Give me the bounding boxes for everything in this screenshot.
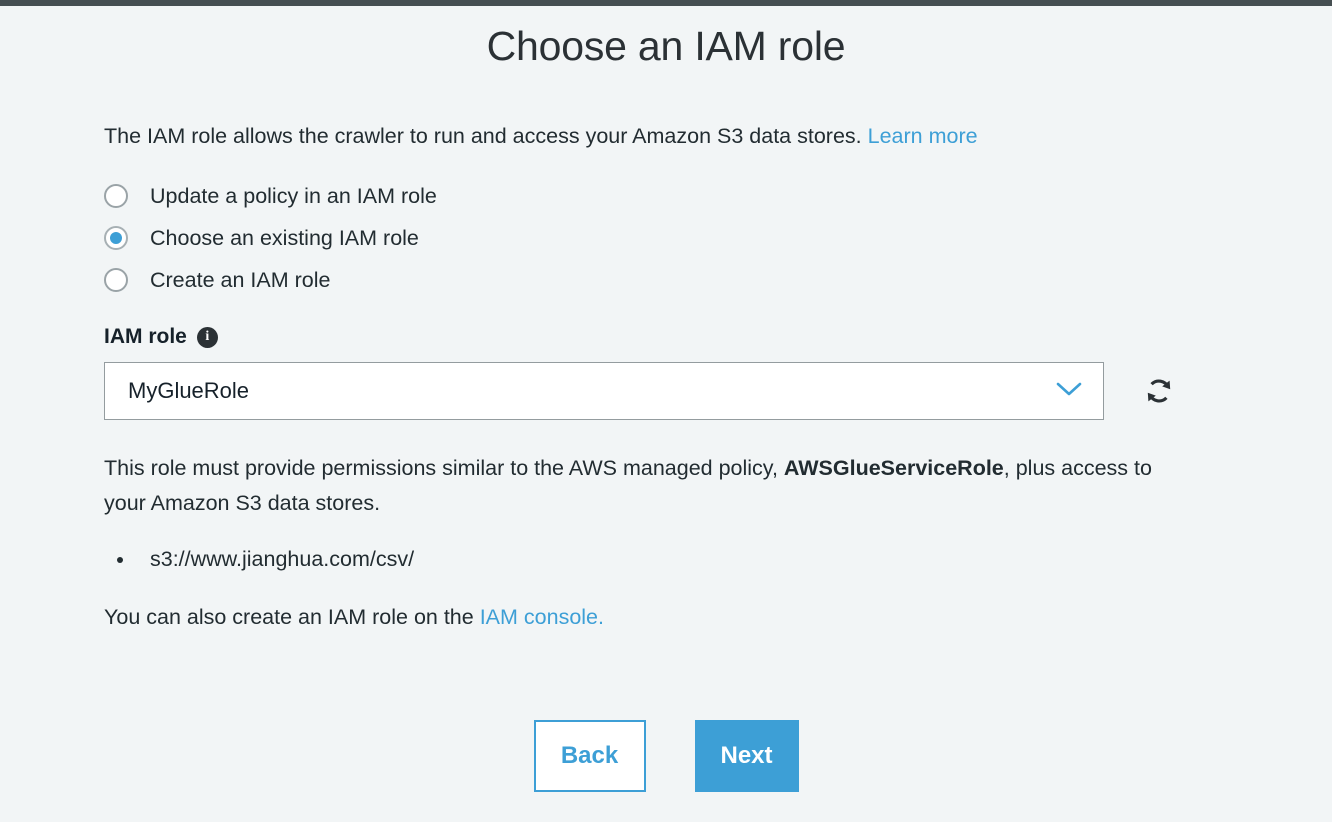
- back-button[interactable]: Back: [533, 720, 646, 792]
- iam-role-select-row: MyGlueRole: [104, 362, 1179, 420]
- iam-role-select[interactable]: MyGlueRole: [104, 362, 1104, 420]
- iam-console-text: You can also create an IAM role on the: [104, 605, 480, 629]
- radio-label-create-role: Create an IAM role: [150, 267, 331, 292]
- iam-role-label: IAM role: [104, 325, 187, 348]
- note-part2: , plus access to your Amazon S3 data sto…: [104, 456, 1152, 515]
- iam-console-link[interactable]: IAM console.: [479, 605, 604, 629]
- info-icon[interactable]: i: [196, 326, 218, 348]
- iam-role-select-value: MyGlueRole: [128, 378, 250, 403]
- radio-label-update-policy: Update a policy in an IAM role: [150, 183, 437, 208]
- page-title: Choose an IAM role: [486, 23, 846, 69]
- intro-text: The IAM role allows the crawler to run a…: [104, 124, 868, 148]
- intro-paragraph: The IAM role allows the crawler to run a…: [104, 119, 1179, 154]
- next-button[interactable]: Next: [694, 720, 799, 792]
- radio-label-existing-role: Choose an existing IAM role: [150, 225, 419, 250]
- radio-icon-create-role[interactable]: [104, 268, 128, 292]
- button-bar: Back Next: [0, 720, 1332, 792]
- chevron-down-icon[interactable]: [1056, 381, 1082, 402]
- radio-option-existing-role[interactable]: Choose an existing IAM role: [104, 217, 1179, 259]
- refresh-icon[interactable]: [1142, 374, 1176, 408]
- top-bar: [0, 0, 1332, 6]
- managed-policy-note: This role must provide permissions simil…: [104, 451, 1179, 521]
- note-bold-policy-name: AWSGlueServiceRole: [783, 456, 1004, 480]
- list-item: s3://www.jianghua.com/csv/: [136, 543, 1179, 575]
- content-area: The IAM role allows the crawler to run a…: [104, 119, 1179, 633]
- iam-role-field-label-row: IAM role i: [104, 325, 1179, 349]
- radio-icon-existing-role[interactable]: [104, 226, 128, 250]
- iam-role-radio-group: Update a policy in an IAM role Choose an…: [104, 175, 1179, 301]
- data-store-list: s3://www.jianghua.com/csv/: [104, 543, 1179, 575]
- learn-more-link[interactable]: Learn more: [867, 124, 978, 148]
- radio-option-update-policy[interactable]: Update a policy in an IAM role: [104, 175, 1179, 217]
- radio-icon-update-policy[interactable]: [104, 184, 128, 208]
- page-container: Choose an IAM role The IAM role allows t…: [0, 6, 1332, 822]
- radio-option-create-role[interactable]: Create an IAM role: [104, 259, 1179, 301]
- note-part1: This role must provide permissions simil…: [104, 456, 784, 480]
- iam-console-line: You can also create an IAM role on the I…: [104, 601, 1179, 633]
